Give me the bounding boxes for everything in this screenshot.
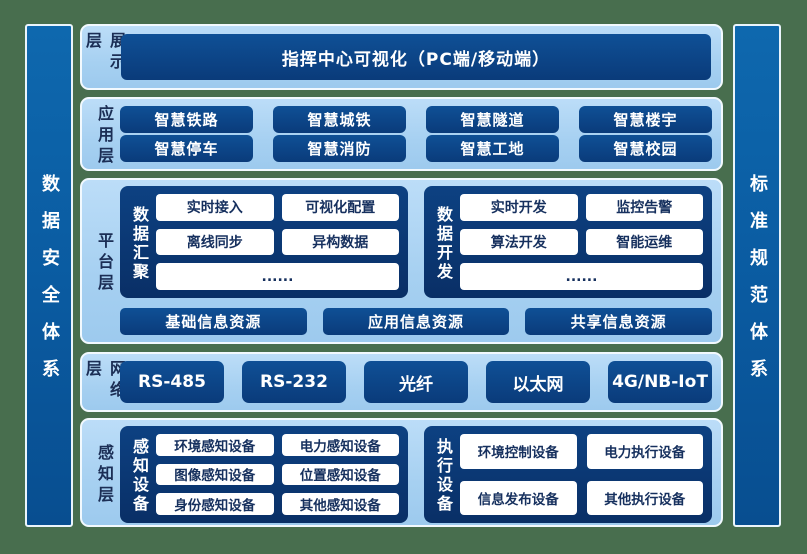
data-security-pillar-label: 数据安全体系 [39,174,60,396]
app-box: 智慧城铁 [273,106,406,133]
platform-content: 数据汇聚 实时接入 可视化配置 离线同步 异构数据 ...... 数据开发 [120,186,713,336]
more-box: ...... [460,263,703,290]
application-content: 智慧铁路 智慧城铁 智慧隧道 智慧楼宇 智慧停车 智慧消防 智慧工地 智慧校园 [120,105,712,163]
group-data-development: 数据开发 实时开发 监控告警 算法开发 智能运维 ...... [424,186,712,298]
layer-panel-application: 应用层 智慧铁路 智慧城铁 智慧隧道 智慧楼宇 智慧停车 智慧消防 智慧工地 智… [80,97,723,171]
network-box: 4G/NB-IoT [608,361,712,403]
network-content: RS-485 RS-232 光纤 以太网 4G/NB-IoT [120,360,712,404]
device-box: 信息发布设备 [460,480,577,515]
device-box: 其他感知设备 [281,493,399,515]
group-label-data-aggregation-text: 数据汇聚 [130,205,149,282]
app-box: 智慧隧道 [426,106,559,133]
network-box: RS-232 [242,361,346,403]
layer-panel-network: 网络层 RS-485 RS-232 光纤 以太网 4G/NB-IoT [80,352,723,412]
group-label-data-aggregation: 数据汇聚 [129,194,149,290]
device-box: 身份感知设备 [156,493,274,515]
device-box: 图像感知设备 [156,463,274,486]
standards-pillar: 标准规范体系 [733,24,781,527]
layer-label-platform-text: 平台层 [95,232,114,295]
layer-label-application: 应用层 [88,105,120,168]
perception-devices-grid: 环境感知设备 电力感知设备 图像感知设备 位置感知设备 身份感知设备 其他感知设… [156,434,399,515]
layer-label-network: 网络层 [83,360,126,404]
resource-box: 基础信息资源 [120,308,307,335]
device-box: 电力执行设备 [586,434,703,469]
layer-label-perception: 感知层 [88,426,120,519]
device-box: 环境控制设备 [460,434,577,469]
resource-row: 基础信息资源 应用信息资源 共享信息资源 [120,308,713,335]
group-perception-devices: 感知设备 环境感知设备 电力感知设备 图像感知设备 位置感知设备 身份感知设备 … [120,426,408,523]
feature-box: 算法开发 [460,228,578,256]
perception-groups: 感知设备 环境感知设备 电力感知设备 图像感知设备 位置感知设备 身份感知设备 … [120,426,712,523]
layer-panel-platform: 平台层 数据汇聚 实时接入 可视化配置 离线同步 异构数据 ...... [80,178,723,344]
feature-box: 可视化配置 [281,194,399,221]
layer-label-presentation: 展示层 [83,32,126,82]
data-aggregation-grid: 实时接入 可视化配置 离线同步 异构数据 ...... [156,194,399,290]
resource-box: 共享信息资源 [525,308,713,335]
device-box: 其他执行设备 [586,480,703,515]
application-row: 智慧停车 智慧消防 智慧工地 智慧校园 [120,135,712,162]
application-row: 智慧铁路 智慧城铁 智慧隧道 智慧楼宇 [120,106,712,133]
group-label-data-development: 数据开发 [433,194,453,290]
layer-label-application-text: 应用层 [95,105,114,168]
data-security-pillar: 数据安全体系 [25,24,73,527]
group-data-aggregation: 数据汇聚 实时接入 可视化配置 离线同步 异构数据 ...... [120,186,408,298]
group-label-perception-devices: 感知设备 [129,434,149,515]
device-box: 电力感知设备 [281,434,399,456]
group-label-perception-devices-text: 感知设备 [130,438,149,514]
data-development-grid: 实时开发 监控告警 算法开发 智能运维 ...... [460,194,703,290]
app-box: 智慧校园 [579,135,712,162]
command-center-box: 指挥中心可视化（PC端/移动端） [121,34,711,80]
group-label-data-development-text: 数据开发 [434,205,453,282]
feature-box: 离线同步 [156,228,274,256]
resource-box: 应用信息资源 [322,308,510,335]
perception-content: 感知设备 环境感知设备 电力感知设备 图像感知设备 位置感知设备 身份感知设备 … [120,426,712,523]
app-box: 智慧工地 [426,135,559,162]
platform-groups: 数据汇聚 实时接入 可视化配置 离线同步 异构数据 ...... 数据开发 [120,186,712,298]
group-label-execution-devices-text: 执行设备 [434,438,453,514]
presentation-content: 指挥中心可视化（PC端/移动端） [120,32,712,82]
execution-devices-grid: 环境控制设备 电力执行设备 信息发布设备 其他执行设备 [460,434,703,515]
layer-panel-presentation: 展示层 指挥中心可视化（PC端/移动端） [80,24,723,90]
network-box: 以太网 [486,361,590,403]
group-execution-devices: 执行设备 环境控制设备 电力执行设备 信息发布设备 其他执行设备 [424,426,712,523]
group-label-execution-devices: 执行设备 [433,434,453,515]
feature-box: 监控告警 [585,194,703,221]
app-box: 智慧铁路 [120,106,253,133]
standards-pillar-label: 标准规范体系 [747,174,768,396]
device-box: 环境感知设备 [156,434,274,456]
feature-box: 智能运维 [585,228,703,256]
device-box: 位置感知设备 [281,463,399,486]
feature-box: 实时接入 [156,194,274,221]
feature-box: 异构数据 [281,228,399,256]
layer-label-platform: 平台层 [88,186,120,336]
more-box: ...... [156,263,399,290]
app-box: 智慧楼宇 [579,106,712,133]
feature-box: 实时开发 [460,194,578,221]
layer-panel-perception: 感知层 感知设备 环境感知设备 电力感知设备 图像感知设备 位置感知设备 身份感… [80,418,723,527]
network-box: 光纤 [364,361,468,403]
layer-label-perception-text: 感知层 [95,443,114,507]
app-box: 智慧停车 [120,135,253,162]
layer-stack: 展示层 指挥中心可视化（PC端/移动端） 应用层 智慧铁路 智慧城铁 智慧隧道 … [80,24,723,527]
app-box: 智慧消防 [273,135,406,162]
network-box: RS-485 [120,361,224,403]
